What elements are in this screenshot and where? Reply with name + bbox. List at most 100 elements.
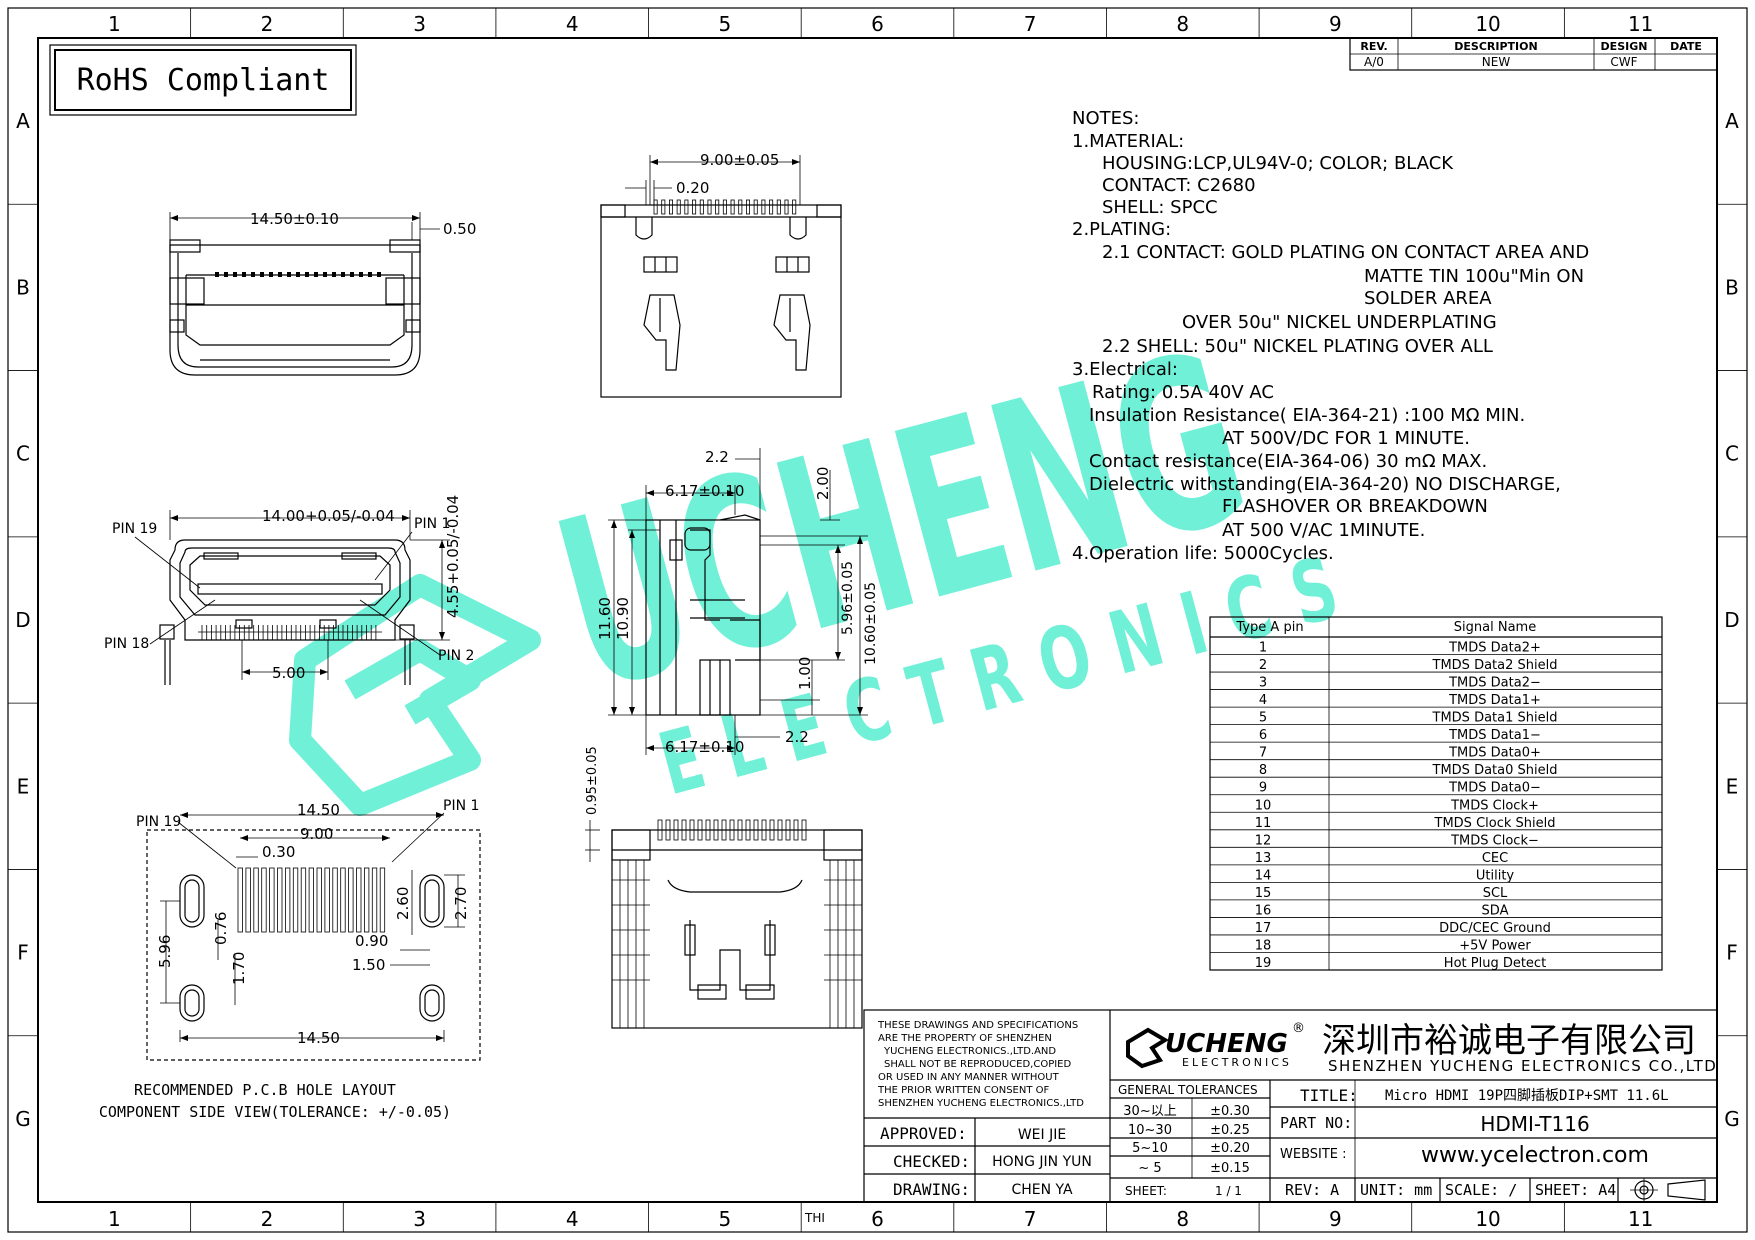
note-line: MATTE TIN 100u"Min ON (1364, 266, 1584, 287)
side-view-height-body: 10.90 (614, 597, 632, 640)
sheet-value: 1 / 1 (1215, 1184, 1242, 1198)
note-line: NOTES: (1072, 108, 1140, 129)
tolerance-value: ±0.20 (1210, 1141, 1250, 1156)
pcb-pin1: PIN 1 (443, 798, 479, 814)
grid-row-letter: C (1725, 442, 1739, 466)
bottom-view-dim: 0.95±0.05 (585, 746, 600, 815)
description-header: DESCRIPTION (1454, 40, 1537, 53)
pcb-pin19: PIN 19 (136, 814, 181, 830)
note-line: Dielectric withstanding(EIA-364-20) NO D… (1089, 474, 1561, 495)
design-value: CWF (1610, 55, 1637, 69)
note-line: AT 500 V/AC 1MINUTE. (1222, 520, 1425, 541)
checked-label: CHECKED: (893, 1152, 970, 1171)
plan-view: 9.00±0.05 0.20 (600, 151, 842, 398)
front-view: 14.00+0.05/-0.04 4.55+0.05/-0.04 5.00 PI… (104, 495, 474, 685)
revision-table: REV. DESCRIPTION DESIGN DATE A/0 NEW CWF (1349, 37, 1718, 71)
grid-col-number: 11 (1628, 12, 1653, 36)
grid-row-letter: B (16, 275, 30, 299)
note-line: 2.1 CONTACT: GOLD PLATING ON CONTACT ARE… (1102, 242, 1589, 263)
website-value: www.ycelectron.com (1421, 1143, 1649, 1168)
pin-number: 14 (1255, 868, 1272, 883)
note-line: SOLDER AREA (1364, 288, 1492, 309)
top-view-width: 14.50±0.10 (250, 210, 339, 228)
pin-number: 6 (1259, 728, 1267, 743)
logo-sub: ELECTRONICS (1182, 1056, 1292, 1069)
grid-col-number: 1 (108, 1207, 121, 1231)
grid-col-number: 7 (1024, 1207, 1037, 1231)
note-line: AT 500V/DC FOR 1 MINUTE. (1222, 428, 1470, 449)
pcb-layout: 14.50 9.00 0.30 2.60 2.70 0.76 1.70 0.90… (99, 798, 481, 1121)
note-line: OVER 50u" NICKEL UNDERPLATING (1182, 312, 1497, 333)
pin-signal: TMDS Data0 Shield (1432, 763, 1558, 778)
front-view-pitch: 5.00 (272, 664, 305, 682)
grid-col-number: 4 (566, 12, 579, 36)
pcb-pitch: 0.30 (262, 843, 295, 861)
tolerance-title: GENERAL TOLERANCES (1118, 1083, 1258, 1097)
note-line: Insulation Resistance( EIA-364-21) :100 … (1089, 405, 1525, 426)
disclaimer-line: OR USED IN ANY MANNER WITHOUT (878, 1072, 1060, 1083)
front-view-height: 4.55+0.05/-0.04 (444, 495, 462, 618)
side-view-offset-top: 2.2 (705, 448, 729, 466)
pin-signal: TMDS Data1 Shield (1432, 711, 1558, 726)
pcb-caption-line1: RECOMMENDED P.C.B HOLE LAYOUT (134, 1081, 396, 1099)
note-line: Contact resistance(EIA-364-06) 30 mΩ MAX… (1089, 451, 1487, 472)
pin-number: 16 (1255, 903, 1272, 918)
pin-number: 8 (1259, 763, 1267, 778)
note-line: 2.PLATING: (1072, 219, 1171, 240)
grid-col-number: 4 (566, 1207, 579, 1231)
grid-row-letter: B (1725, 275, 1739, 299)
note-line: 2.2 SHELL: 50u" NICKEL PLATING OVER ALL (1102, 336, 1493, 357)
front-view-width: 14.00+0.05/-0.04 (262, 507, 395, 525)
grid-col-number: 10 (1475, 1207, 1500, 1231)
pin-signal: TMDS Data0+ (1448, 746, 1541, 761)
grid-col-number: 3 (413, 12, 426, 36)
grid-row-letter: D (1724, 608, 1739, 632)
grid-col-number: 11 (1628, 1207, 1653, 1231)
approved-label: APPROVED: (880, 1124, 967, 1143)
part-value: HDMI-T116 (1480, 1112, 1589, 1136)
note-line: 3.Electrical: (1072, 359, 1178, 380)
grid-col-number: 5 (718, 12, 731, 36)
tolerance-value: ±0.25 (1210, 1123, 1250, 1138)
grid-col-number: 2 (261, 12, 274, 36)
grid-col-number: 3 (413, 1207, 426, 1231)
tolerance-range: 30~以上 (1123, 1104, 1176, 1119)
side-view: 11.60 10.90 6.17±0.10 2.2 2.00 5.96±0.05… (596, 448, 879, 756)
pin-number: 13 (1255, 851, 1272, 866)
rev-header: REV. (1360, 40, 1387, 53)
title-value: Micro HDMI 19P四脚插板DIP+SMT 11.6L (1385, 1088, 1669, 1104)
pin-signal: TMDS Data2 Shield (1432, 658, 1558, 673)
grid-col-number: 9 (1329, 12, 1342, 36)
front-pin19: PIN 19 (112, 521, 157, 537)
company-logo-icon (1126, 1027, 1169, 1069)
pin-signal: TMDS Data1− (1448, 728, 1541, 743)
pin-signal: Hot Plug Detect (1444, 956, 1546, 971)
grid-row-letter: G (15, 1107, 31, 1131)
pcb-h3: 5.96 (156, 935, 174, 968)
grid-col-number: 7 (1024, 12, 1037, 36)
watermark-logo-icon (289, 574, 541, 816)
pcb-caption-line2: COMPONENT SIDE VIEW(TOLERANCE: +/-0.05) (99, 1103, 451, 1121)
tolerance-value: ±0.15 (1210, 1161, 1250, 1176)
scale-field: SCALE: / (1445, 1181, 1517, 1199)
pcb-w1: 14.50 (297, 801, 340, 819)
grid-row-letter: E (17, 774, 30, 798)
plan-view-width: 9.00±0.05 (700, 151, 779, 169)
side-view-596: 5.96±0.05 (840, 561, 856, 635)
pin-signal: TMDS Clock Shield (1434, 816, 1556, 831)
bottom-view: 0.95±0.05 (585, 746, 863, 1029)
pin-table-header-signal: Signal Name (1454, 620, 1536, 635)
grid-col-number: 1 (108, 12, 121, 36)
pcb-w2: 9.00 (300, 825, 333, 843)
border-extra-label: THI (804, 1211, 825, 1225)
grid-row-letter: G (1724, 1107, 1740, 1131)
pin-number: 10 (1255, 798, 1272, 813)
disclaimer-line: THESE DRAWINGS AND SPECIFICATIONS (877, 1020, 1078, 1031)
grid-col-number: 9 (1329, 1207, 1342, 1231)
grid-col-number: 8 (1176, 12, 1189, 36)
grid-col-number: 6 (871, 12, 884, 36)
note-line: HOUSING:LCP,UL94V-0; COLOR; BLACK (1102, 153, 1454, 174)
grid-row-letter: A (16, 109, 30, 133)
pcb-d4: 1.50 (352, 956, 385, 974)
